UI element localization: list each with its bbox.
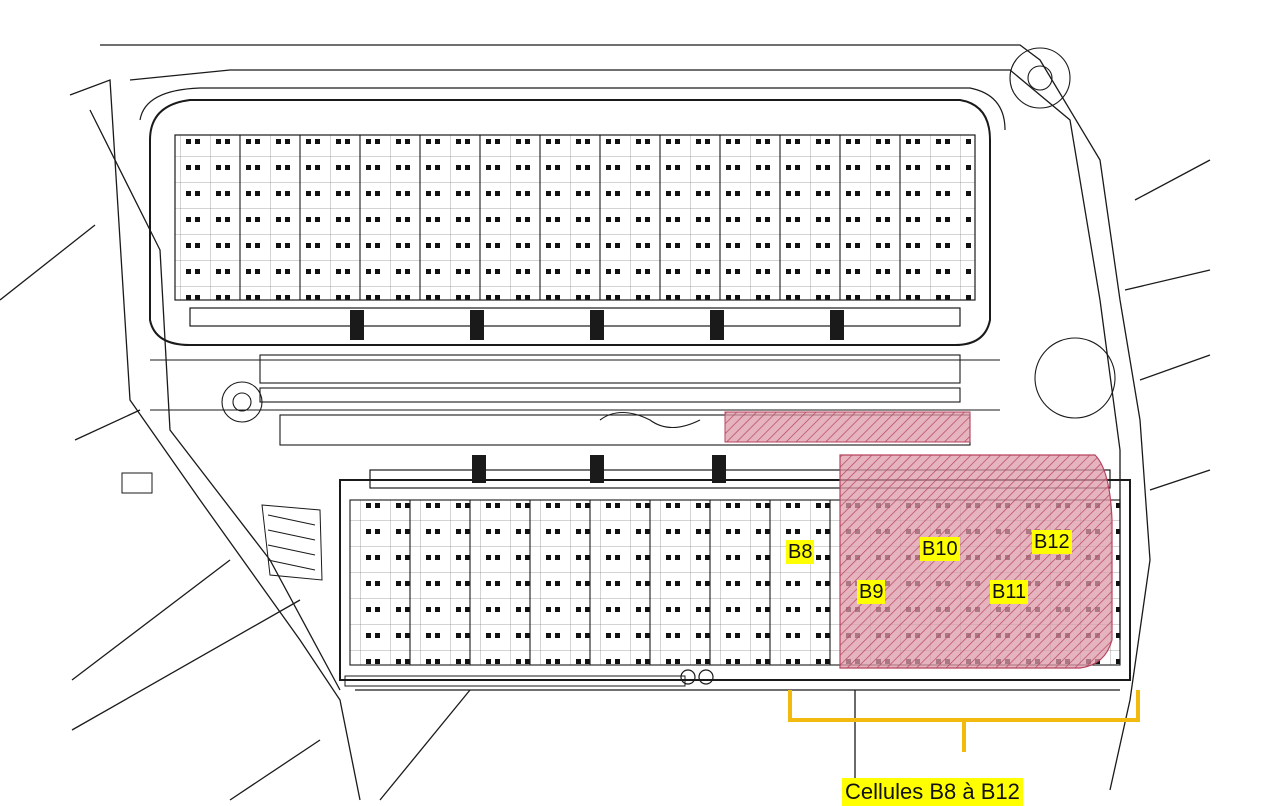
- cell-label-b10: B10: [920, 537, 960, 561]
- cells-caption: Cellules B8 à B12: [842, 778, 1023, 806]
- parking-left: [261, 504, 323, 581]
- cell-label-b9: B9: [857, 580, 886, 604]
- highlight-cells-zone: [839, 454, 1113, 669]
- cell-label-b11: B11: [990, 580, 1029, 604]
- cells-bracket: [788, 690, 1140, 752]
- north-building: [139, 87, 1006, 346]
- legend-box: [121, 472, 153, 494]
- cell-label-b12: B12: [1032, 530, 1072, 554]
- highlight-road-zone: [724, 411, 971, 443]
- central-road: [150, 47, 1116, 446]
- cell-label-b8: B8: [786, 540, 815, 564]
- site-boundary: [0, 44, 1211, 801]
